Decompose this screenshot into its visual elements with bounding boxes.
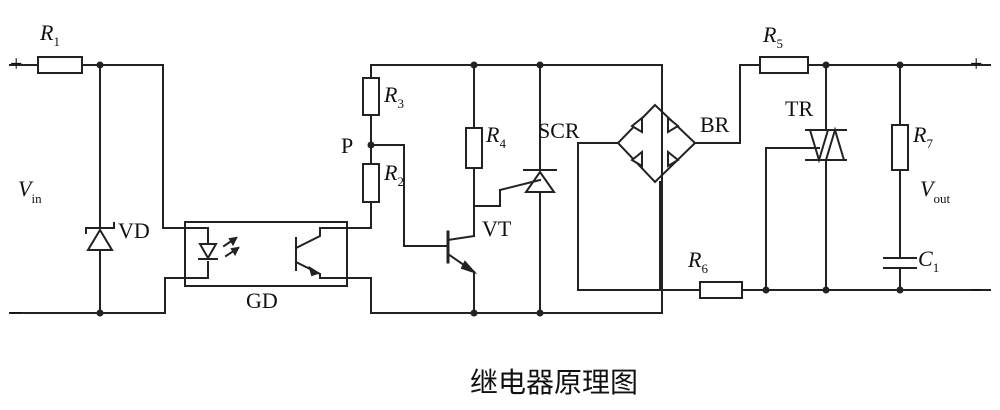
resistor-r5: [759, 56, 809, 74]
output-wiring: [659, 64, 991, 291]
junction-dot: [470, 61, 478, 69]
scr: [498, 169, 557, 193]
resistor-r4: [465, 127, 483, 169]
junction-dot: [762, 286, 770, 294]
junction-dot: [536, 309, 544, 317]
resistor-r2: [362, 163, 380, 203]
junction-dot: [96, 309, 104, 317]
label-vd: VD: [118, 218, 150, 243]
triac-tr: [805, 126, 847, 164]
transistor-vt: [446, 230, 478, 275]
label-r4: R4: [485, 122, 506, 151]
input-wiring: [9, 64, 186, 314]
label-r5: R5: [762, 22, 783, 51]
resistor-r1: [37, 56, 83, 74]
optocoupler-gd: [184, 221, 348, 287]
node-p: [367, 141, 375, 149]
junction-dot: [536, 61, 544, 69]
resistor-r7: [891, 124, 909, 171]
label-r6: R6: [687, 247, 708, 276]
driver-wiring: [346, 64, 663, 314]
junction-dot: [822, 61, 830, 69]
junction-dot: [896, 286, 904, 294]
label-r7: R7: [912, 122, 933, 151]
label-gd: GD: [246, 288, 278, 313]
label-r3: R3: [383, 82, 404, 111]
vout-minus-terminal: −: [970, 277, 982, 302]
junction-dot: [96, 61, 104, 69]
vin-plus-terminal: +: [10, 51, 22, 76]
junction-dot: [822, 286, 830, 294]
zener-diode-vd: [85, 222, 115, 251]
label-tr: TR: [785, 96, 813, 121]
label-c1: C1: [918, 246, 939, 275]
bridge-rectifier-br: [577, 64, 761, 291]
vin-minus-terminal: −: [10, 300, 22, 325]
label-r1: R1: [39, 20, 60, 49]
capacitor-c1: [883, 257, 917, 269]
label-br: BR: [700, 112, 730, 137]
label-r2: R2: [383, 160, 404, 189]
diagram-caption: 继电器原理图: [470, 366, 638, 399]
label-vt: VT: [482, 216, 512, 241]
label-scr: SCR: [538, 118, 580, 143]
junction-dot: [470, 309, 478, 317]
junction-dot: [896, 61, 904, 69]
resistor-r3: [362, 77, 380, 116]
vout-plus-terminal: +: [970, 51, 982, 76]
label-vin: Vin: [18, 176, 42, 206]
label-vout: Vout: [920, 176, 950, 206]
label-p: P: [341, 133, 353, 158]
resistor-r6: [699, 281, 743, 299]
